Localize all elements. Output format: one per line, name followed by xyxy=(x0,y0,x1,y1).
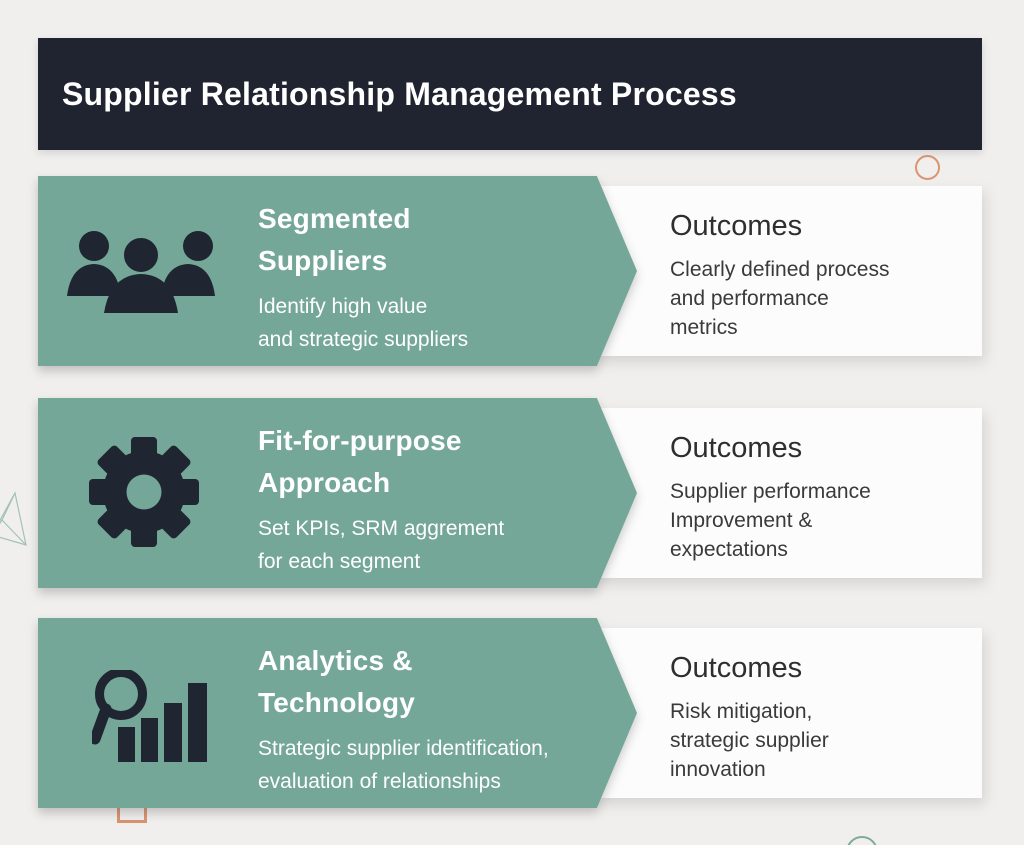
decor-triangle-wireframe-icon xyxy=(0,491,27,546)
process-row-fit-for-purpose: Outcomes Supplier performance Improvemen… xyxy=(38,398,982,588)
outcome-card: Outcomes Risk mitigation, strategic supp… xyxy=(598,628,982,798)
step-title: Segmented Suppliers xyxy=(258,203,411,276)
step-description: Set KPIs, SRM aggrement for each segment xyxy=(258,517,505,573)
page-title: Supplier Relationship Management Process xyxy=(62,75,737,112)
step-title: Analytics & Technology xyxy=(258,645,416,718)
analytics-chart-icon xyxy=(92,670,207,765)
gear-icon xyxy=(89,437,199,547)
outcome-card: Outcomes Supplier performance Improvemen… xyxy=(598,408,982,578)
step-title: Fit-for-purpose Approach xyxy=(258,425,462,498)
decor-circle-orange xyxy=(915,155,940,180)
step-text: Segmented Suppliers Identify high value … xyxy=(258,198,668,356)
outcome-heading: Outcomes xyxy=(670,432,803,464)
outcome-text: Risk mitigation, strategic supplier inno… xyxy=(670,700,829,781)
process-row-segmented-suppliers: Outcomes Clearly defined process and per… xyxy=(38,176,982,366)
step-text: Fit-for-purpose Approach Set KPIs, SRM a… xyxy=(258,420,668,578)
step-text: Analytics & Technology Strategic supplie… xyxy=(258,640,668,798)
outcome-card: Outcomes Clearly defined process and per… xyxy=(598,186,982,356)
outcome-heading: Outcomes xyxy=(670,210,803,242)
step-description: Identify high value and strategic suppli… xyxy=(258,295,469,351)
decor-circle-teal xyxy=(846,836,878,845)
process-row-analytics-technology: Outcomes Risk mitigation, strategic supp… xyxy=(38,618,982,808)
outcome-heading: Outcomes xyxy=(670,652,803,684)
outcome-text: Supplier performance Improvement & expec… xyxy=(670,480,871,561)
step-description: Strategic supplier identification, evalu… xyxy=(258,737,549,793)
header-bar: Supplier Relationship Management Process xyxy=(38,38,982,150)
team-icon xyxy=(66,224,216,324)
outcome-text: Clearly defined process and performance … xyxy=(670,258,890,339)
